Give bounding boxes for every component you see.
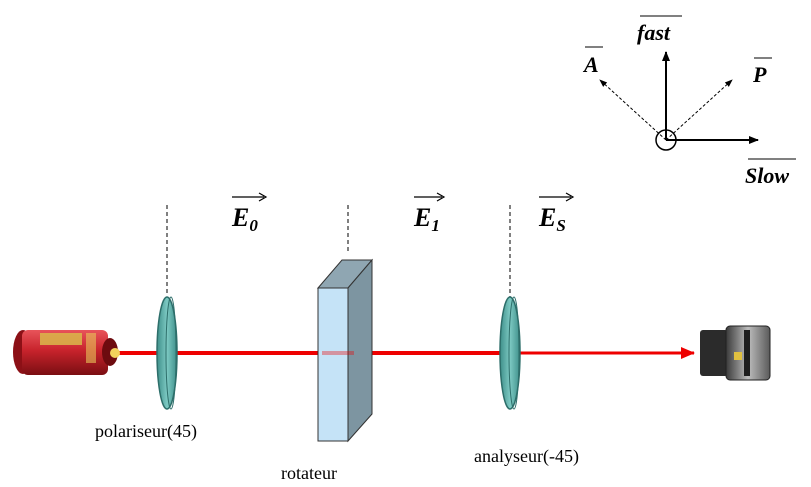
polarizer-lens [157,297,177,409]
analyzer-axis-arrow [600,80,666,140]
svg-text:E1: E1 [413,203,440,235]
field-label-e0: E0 [231,193,266,235]
rotator-slab [318,260,372,441]
fast-label: fast [637,20,671,45]
analyzer-label-text: analyseur(-45) [474,446,579,467]
polarizer-label-text: polariseur(45) [95,421,197,442]
laser-source-icon [13,330,120,375]
field-label-e1: E1 [413,193,444,235]
polarizer-label: P [752,62,767,87]
slow-label: Slow [745,163,789,188]
field-label-es: ES [538,193,573,235]
polarizer-axis-arrow [666,80,732,140]
analyzer-label: A [582,52,599,77]
detector-camera-icon [700,326,770,380]
svg-text:ES: ES [538,203,566,235]
axes-diagram: fast Slow A P [582,16,796,188]
rotator-label-text: rotateur [281,463,337,483]
analyzer-lens [500,297,520,409]
svg-text:E0: E0 [231,203,258,235]
